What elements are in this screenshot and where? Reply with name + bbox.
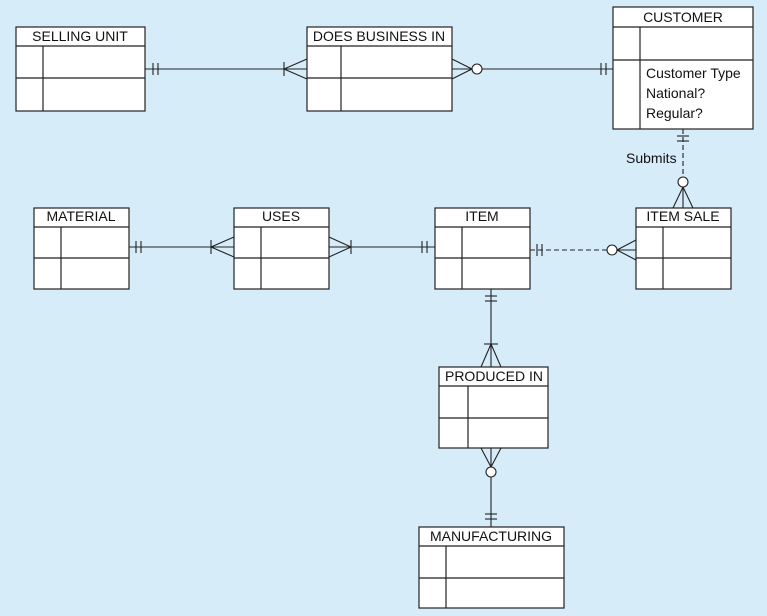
item-title: ITEM bbox=[465, 208, 498, 224]
entity-item-sale[interactable]: ITEM SALE bbox=[635, 207, 732, 290]
customer-title: CUSTOMER bbox=[643, 9, 723, 25]
relationship-submits: Submits bbox=[626, 129, 694, 209]
entity-material[interactable]: MATERIAL bbox=[33, 207, 130, 290]
uses-title: USES bbox=[262, 208, 300, 224]
entity-does-business-in[interactable]: DOES BUSINESS IN bbox=[306, 26, 453, 112]
manufacturing-title: MANUFACTURING bbox=[430, 528, 552, 544]
relationship-does-business-in-customer bbox=[451, 58, 613, 80]
customer-attribute-type: Customer Type bbox=[646, 65, 741, 81]
relationship-uses-item bbox=[328, 236, 435, 258]
selling-unit-title: SELLING UNIT bbox=[32, 28, 128, 44]
entity-item[interactable]: ITEM bbox=[434, 207, 531, 290]
relationship-produced-in-manufacturing bbox=[480, 447, 502, 527]
entity-uses[interactable]: USES bbox=[233, 207, 330, 290]
customer-attribute-national: National? bbox=[646, 85, 705, 101]
item-sale-title: ITEM SALE bbox=[646, 208, 719, 224]
does-business-in-title: DOES BUSINESS IN bbox=[313, 28, 445, 44]
entity-manufacturing[interactable]: MANUFACTURING bbox=[418, 526, 565, 609]
relationship-material-uses bbox=[129, 236, 235, 258]
relationship-selling-unit-does-business-in bbox=[145, 58, 308, 80]
entity-produced-in[interactable]: PRODUCED IN bbox=[438, 366, 549, 449]
relationship-item-produced-in bbox=[480, 289, 502, 368]
entity-customer[interactable]: CUSTOMER Customer Type National? Regular… bbox=[612, 6, 754, 130]
produced-in-title: PRODUCED IN bbox=[445, 368, 543, 384]
entity-selling-unit[interactable]: SELLING UNIT bbox=[15, 26, 146, 112]
material-title: MATERIAL bbox=[47, 208, 116, 224]
submits-label: Submits bbox=[626, 150, 677, 166]
relationship-item-item-sale bbox=[530, 239, 637, 261]
customer-attribute-regular: Regular? bbox=[646, 105, 703, 121]
